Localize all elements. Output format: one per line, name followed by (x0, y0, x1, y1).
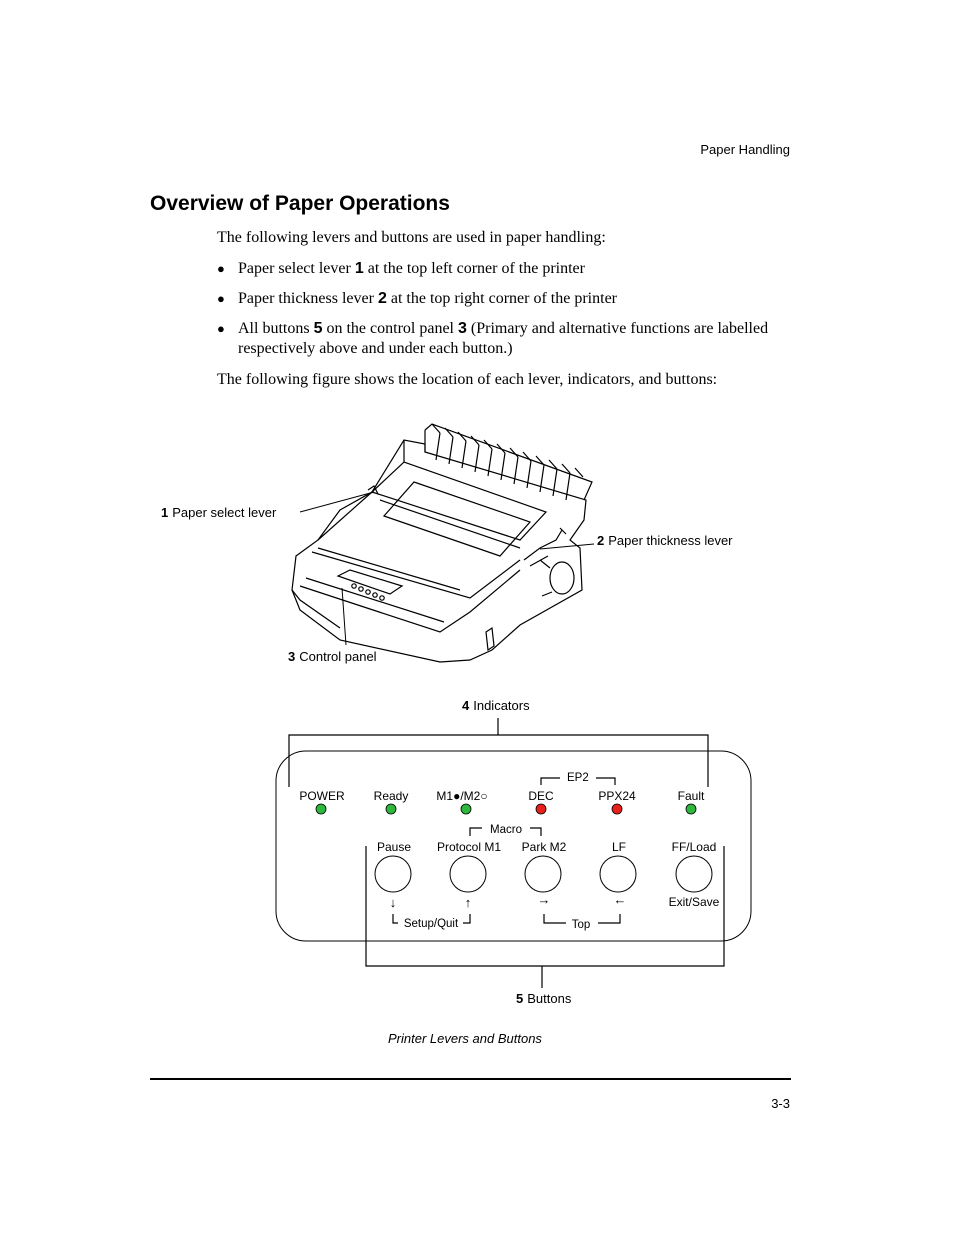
bullet-text: (Primary and alternative functions are l… (238, 320, 769, 357)
lf-button[interactable]: LF ← (599, 840, 637, 907)
callout-label: Control panel (299, 649, 376, 664)
bullet-text: Paper select lever (238, 260, 355, 277)
button-label: Protocol M1 (437, 840, 501, 854)
button-label: FF/Load (672, 840, 717, 854)
bullet-icon: ● (217, 321, 225, 336)
bullet-item: ● Paper select lever 1 at the top left c… (217, 259, 797, 279)
callout-number: 3 (288, 649, 295, 664)
button-alt-label: Exit/Save (669, 895, 720, 909)
callout-number: 2 (597, 533, 604, 548)
arrow-down-icon: ↓ (390, 895, 397, 910)
bullet-text: at the top right corner of the printer (386, 290, 617, 307)
callout-paper-select: 1 Paper select lever (161, 491, 375, 520)
footer-rule (150, 1078, 791, 1080)
callout-label: Indicators (473, 698, 530, 713)
running-head: Paper Handling (700, 142, 790, 157)
bullet-number: 1 (354, 260, 364, 277)
button-row: Pause ↓ Protocol M1 ↑ Park M2 → LF ← FF/… (374, 840, 720, 910)
bullet-item: ● Paper thickness lever 2 at the top rig… (217, 289, 797, 309)
bullet-list: ● Paper select lever 1 at the top left c… (217, 259, 797, 369)
callout-number: 1 (161, 505, 168, 520)
bullet-text: All buttons (238, 320, 314, 337)
indicator-led-icon (685, 803, 697, 815)
callout-label: Buttons (527, 991, 572, 1006)
control-panel-outline (275, 750, 752, 942)
bullet-number: 5 (313, 320, 323, 337)
printer-illustration (291, 423, 593, 663)
printer-body (291, 439, 587, 663)
bullet-number: 2 (377, 290, 387, 307)
button-label: Park M2 (522, 840, 567, 854)
group-label-setup-quit: Setup/Quit (404, 918, 459, 930)
callout-label: Paper thickness lever (608, 533, 733, 548)
indicator-led-icon (315, 803, 327, 815)
indicator-label: DEC (528, 789, 554, 803)
group-label-top: Top (572, 919, 591, 931)
indicator-led-icon (611, 803, 623, 815)
button-label: LF (612, 840, 626, 854)
setup-quit-group: Setup/Quit (392, 914, 471, 930)
callout-number: 4 (462, 698, 470, 713)
ep2-group: EP2 (540, 772, 616, 785)
indicator-power: POWER (299, 789, 345, 815)
indicator-row: POWER Ready M1●/M2○ DEC PPX24 Fault (299, 789, 705, 815)
page-number: 3-3 (771, 1096, 790, 1111)
top-group: Top (543, 914, 621, 931)
callout-paper-thickness: 2 Paper thickness lever (539, 533, 733, 550)
arrow-left-icon: ← (614, 892, 627, 907)
park-m2-button[interactable]: Park M2 → (522, 840, 567, 907)
group-label-ep2: EP2 (567, 772, 589, 784)
figure-caption: Printer Levers and Buttons (388, 1031, 542, 1046)
figure-intro-paragraph: The following figure shows the location … (217, 371, 718, 388)
indicator-m1-m2: M1●/M2○ (436, 789, 488, 815)
indicator-label: PPX24 (598, 789, 636, 803)
indicator-label: Ready (374, 789, 409, 803)
indicator-led-icon (385, 803, 397, 815)
intro-paragraph: The following levers and buttons are use… (217, 229, 606, 246)
group-label-macro: Macro (490, 824, 522, 836)
button-label: Pause (377, 840, 411, 854)
bullet-item: ● All buttons 5 on the control panel 3 (… (217, 319, 797, 359)
bullet-text: on the control panel (322, 320, 458, 337)
indicator-ppx24: PPX24 (598, 789, 636, 815)
macro-group: Macro (469, 824, 542, 836)
bullet-text: Paper thickness lever (238, 290, 378, 307)
control-panel-shape (336, 569, 404, 595)
indicator-label: M1●/M2○ (436, 789, 487, 803)
indicator-led-icon (535, 803, 547, 815)
indicator-led-icon (460, 803, 472, 815)
buttons-callout: 5 Buttons (365, 846, 725, 1006)
indicator-dec: DEC (528, 789, 554, 815)
bullet-icon: ● (217, 261, 225, 276)
ff-load-button[interactable]: FF/Load Exit/Save (669, 840, 720, 909)
arrow-right-icon: → (538, 892, 551, 907)
bullet-number: 3 (457, 320, 467, 337)
section-title: Overview of Paper Operations (150, 192, 450, 215)
indicator-ready: Ready (374, 789, 409, 815)
indicator-label: Fault (678, 789, 705, 803)
bullet-text: at the top left corner of the printer (363, 260, 585, 277)
pause-button[interactable]: Pause ↓ (374, 840, 412, 910)
bullet-icon: ● (217, 291, 225, 306)
platen-knob (549, 561, 575, 595)
thickness-lever-shape (523, 529, 563, 567)
indicator-label: POWER (299, 789, 345, 803)
callout-number: 5 (516, 991, 523, 1006)
paper-guide (424, 423, 593, 501)
arrow-up-icon: ↑ (465, 895, 472, 910)
indicator-fault: Fault (678, 789, 705, 815)
callout-label: Paper select lever (172, 505, 277, 520)
protocol-m1-button[interactable]: Protocol M1 ↑ (437, 840, 501, 910)
callout-control-panel: 3 Control panel (288, 587, 377, 664)
